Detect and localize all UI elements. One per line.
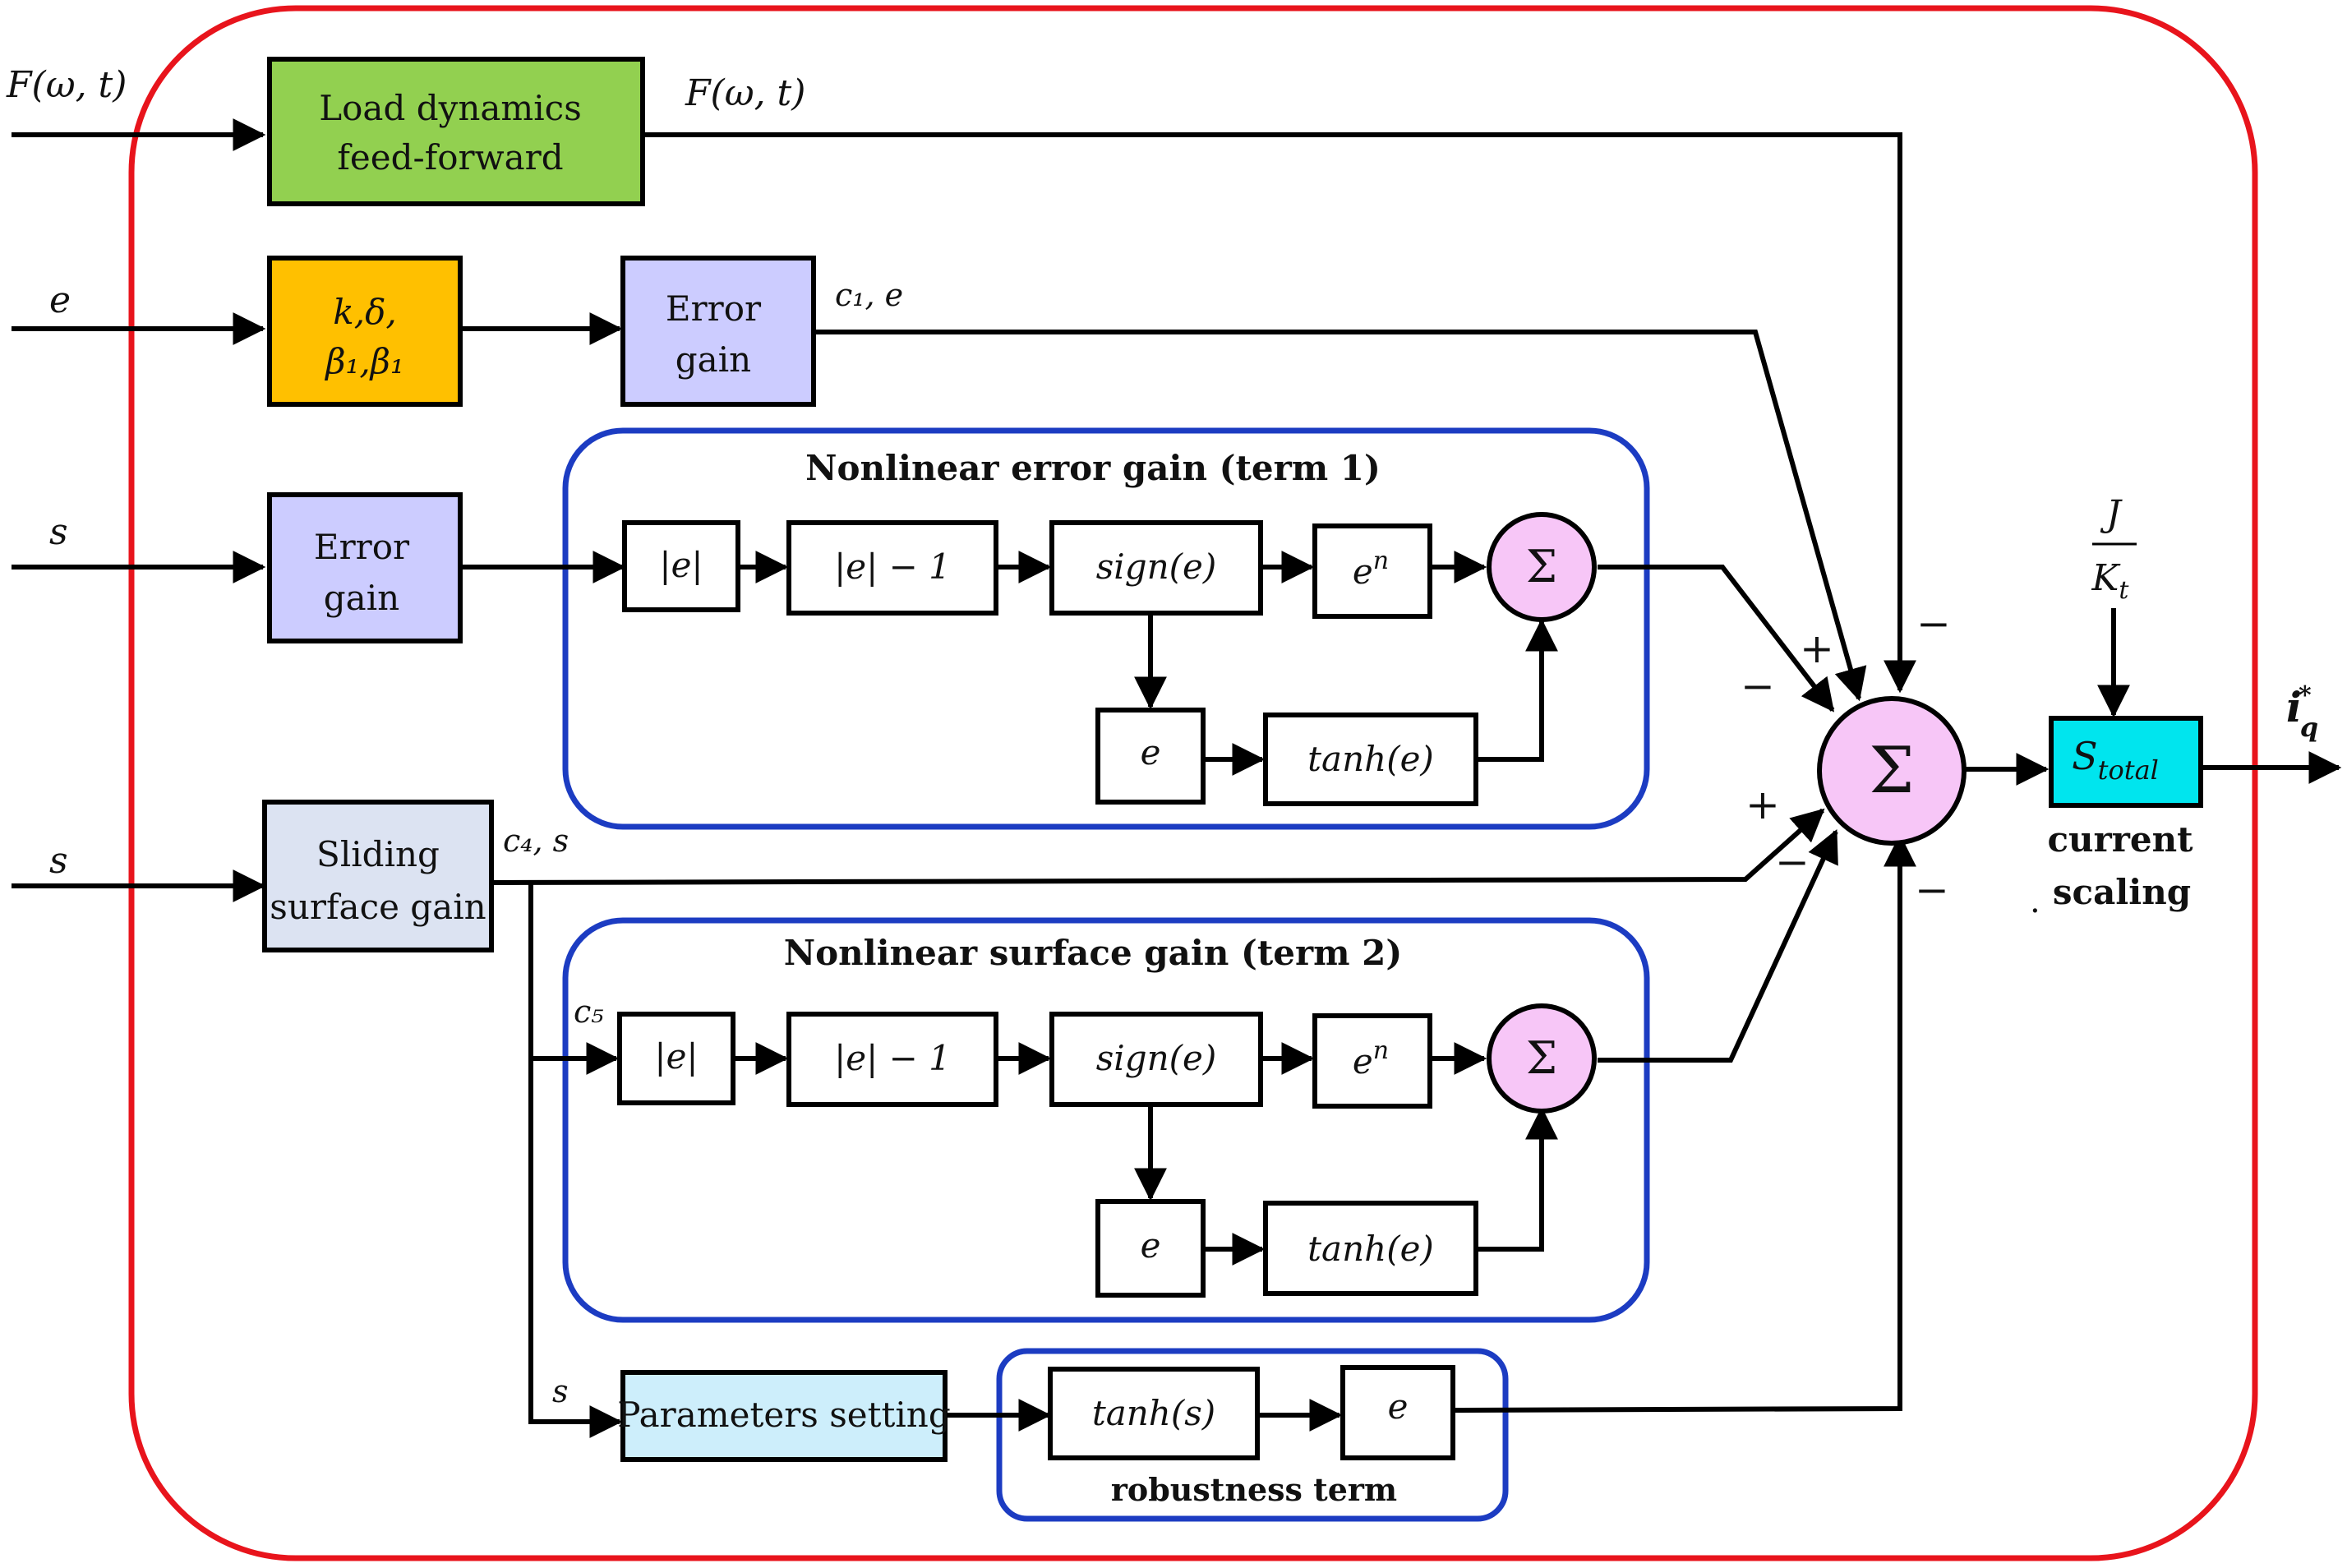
sigma-1: Σ [1526, 541, 1557, 593]
abs-e-minus1-box-1 [786, 520, 998, 616]
k-delta-label-1: k,δ, [333, 292, 396, 332]
s-total-block [2049, 716, 2203, 808]
tanh-s-box [1048, 1367, 1260, 1460]
load-ff-block [267, 57, 645, 206]
sign-e-text-2: sign(e) [1096, 1038, 1217, 1078]
e-pow-n-box-2 [1312, 1013, 1432, 1109]
term1-frame [562, 427, 1650, 830]
tanh-e-text-2: tanh(e) [1307, 1229, 1434, 1269]
j-label: J [2100, 493, 2123, 535]
connectors [12, 118, 2342, 1438]
plus-sign-a: + [1800, 625, 1834, 672]
load-ff-label-2: feed-forward [337, 137, 563, 178]
e-pow-n-text-2: en [1353, 1036, 1389, 1081]
error-gain-2-label-1: Error [314, 527, 410, 567]
e-text-1: e [1141, 732, 1161, 772]
sign-e-box-1 [1049, 520, 1263, 616]
error-gain-1-label-1: Error [666, 288, 762, 329]
parameters-setting-block [620, 1370, 948, 1462]
s-input-label-1: s [49, 511, 68, 553]
k-delta-beta-block [267, 256, 463, 407]
tanh-s-text: tanh(s) [1092, 1393, 1215, 1433]
abs-e-box-1 [622, 520, 740, 612]
iq-output-label: i*q [2286, 681, 2318, 743]
minus-sign-a: − [1741, 662, 1775, 710]
term2-frame [562, 917, 1650, 1323]
term1-title: Nonlinear error gain (term 1) [805, 448, 1381, 488]
robust-frame [996, 1348, 1509, 1522]
e-box-2 [1095, 1199, 1206, 1298]
abs-e-text-2: |e| [654, 1036, 698, 1077]
abs-e-box-2 [617, 1012, 735, 1105]
sum-junction-2 [1487, 1003, 1597, 1114]
e-pow-n-box-1 [1312, 523, 1432, 619]
error-gain-block-1 [620, 256, 816, 407]
main-sum-junction [1817, 696, 1967, 846]
kt-label: Kt [2091, 557, 2130, 605]
abs-e-minus1-box-2 [786, 1012, 998, 1107]
e-pow-n-text-1: en [1353, 546, 1389, 592]
s-input-label-2: s [49, 840, 68, 882]
scaling-label: scaling [2053, 872, 2191, 912]
term2-title: Nonlinear surface gain (term 2) [784, 933, 1403, 973]
minus-sign-top: − [1916, 600, 1951, 648]
outer-frame [128, 5, 2258, 1561]
sign-e-box-2 [1049, 1012, 1263, 1107]
sliding-label-1: Sliding [316, 834, 440, 874]
error-gain-block-2 [267, 492, 463, 643]
c1-e-label: c₁, e [835, 277, 903, 313]
f-output-label: F(ω, t) [685, 72, 805, 114]
error-gain-1-label-2: gain [676, 339, 751, 380]
sliding-label-2: surface gain [270, 887, 486, 927]
minus-sign-b: − [1775, 838, 1810, 886]
f-input-label: F(ω, t) [6, 64, 127, 106]
s-branch-label: s [552, 1373, 569, 1409]
sum-junction-1 [1487, 512, 1597, 622]
stray-dot: . [2030, 883, 2040, 920]
minus-sign-bottom: − [1915, 866, 1949, 914]
c4-s-label: c₄, s [503, 823, 569, 859]
load-ff-label-1: Load dynamics [319, 88, 582, 128]
abs-e-text-1: |e| [659, 545, 703, 585]
sigma-2: Σ [1526, 1032, 1557, 1084]
s-total-label: Stotal [2072, 734, 2159, 786]
tanh-e-box-1 [1263, 713, 1478, 806]
abs-e-minus1-text-2: |e| − 1 [834, 1038, 951, 1078]
abs-e-minus1-text-1: |e| − 1 [834, 546, 951, 587]
inertia-gain: J Kt [2091, 493, 2137, 605]
c5-label: c₅ [574, 994, 604, 1030]
sigma-main: Σ [1869, 734, 1914, 808]
e-input-label: e [49, 279, 71, 321]
plus-sign-b: + [1745, 781, 1780, 828]
error-gain-2-label-2: gain [324, 578, 399, 618]
sliding-surface-block [262, 800, 494, 952]
e-text-robust: e [1388, 1386, 1409, 1427]
k-delta-label-2: β₁,β₁ [324, 341, 404, 381]
tanh-e-box-2 [1263, 1201, 1478, 1296]
tanh-e-text-1: tanh(e) [1307, 739, 1434, 779]
e-box-1 [1095, 708, 1206, 805]
parameters-setting-label: Parameters setting [617, 1395, 950, 1435]
sign-e-text-1: sign(e) [1096, 546, 1217, 587]
current-label: current [2047, 819, 2193, 860]
e-box-robust [1340, 1365, 1455, 1460]
robust-title: robustness term [1111, 1471, 1397, 1508]
e-text-2: e [1141, 1225, 1161, 1266]
